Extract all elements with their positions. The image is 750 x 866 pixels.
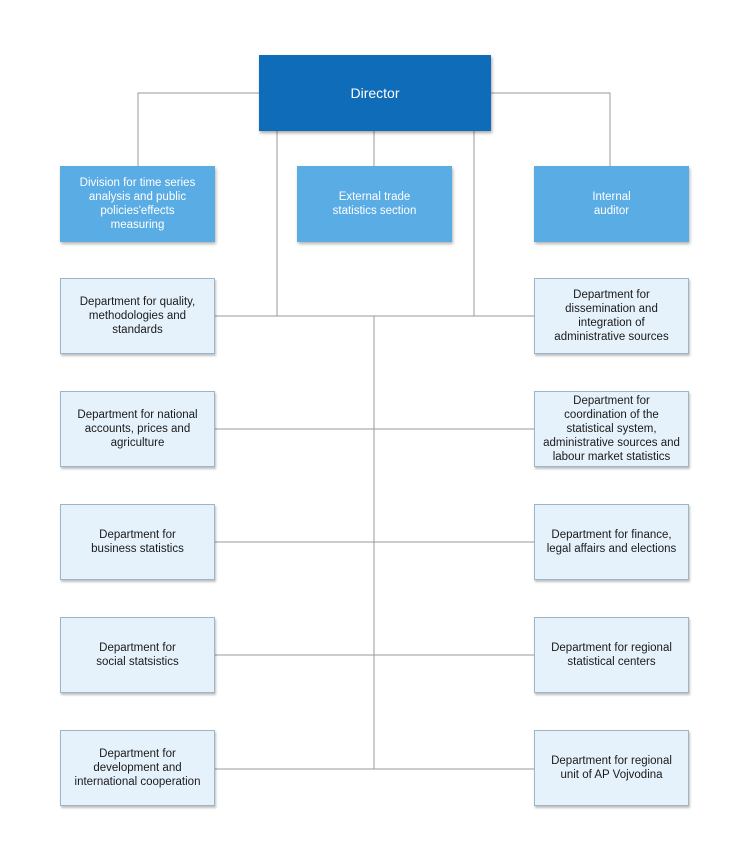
external-trade-box: External trade statistics section	[297, 166, 452, 242]
department-right-1: Department for dissemination and integra…	[534, 278, 689, 354]
external-trade-label: External trade statistics section	[332, 191, 417, 217]
department-left-1: Department for quality, methodologies an…	[60, 278, 215, 354]
division-box: Division for time series analysis and pu…	[60, 166, 215, 242]
department-left-4: Department for social statsistics	[60, 617, 215, 693]
internal-auditor-label: Internal auditor	[592, 191, 631, 217]
connector-division	[137, 92, 259, 166]
department-left-5: Department for development and internati…	[60, 730, 215, 806]
connector-internal-auditor	[491, 92, 611, 166]
department-label: Department for regional statistical cent…	[551, 642, 672, 668]
department-label: Department for social statsistics	[96, 642, 179, 668]
department-right-2: Department for coordination of the stati…	[534, 391, 689, 467]
department-label: Department for business statistics	[91, 529, 184, 555]
internal-auditor-box: Internal auditor	[534, 166, 689, 242]
department-label: Department for development and internati…	[74, 748, 201, 788]
director-box: Director	[259, 55, 491, 131]
division-label: Division for time series analysis and pu…	[79, 177, 196, 231]
department-left-3: Department for business statistics	[60, 504, 215, 580]
director-label: Director	[350, 85, 400, 101]
department-label: Department for coordination of the stati…	[543, 395, 680, 463]
department-right-5: Department for regional unit of AP Vojvo…	[534, 730, 689, 806]
department-label: Department for quality, methodologies an…	[79, 296, 196, 336]
department-right-4: Department for regional statistical cent…	[534, 617, 689, 693]
department-left-2: Department for national accounts, prices…	[60, 391, 215, 467]
department-label: Department for finance, legal affairs an…	[546, 529, 677, 555]
department-label: Department for dissemination and integra…	[554, 289, 669, 343]
department-label: Department for regional unit of AP Vojvo…	[551, 755, 672, 781]
department-right-3: Department for finance, legal affairs an…	[534, 504, 689, 580]
department-label: Department for national accounts, prices…	[77, 409, 198, 449]
